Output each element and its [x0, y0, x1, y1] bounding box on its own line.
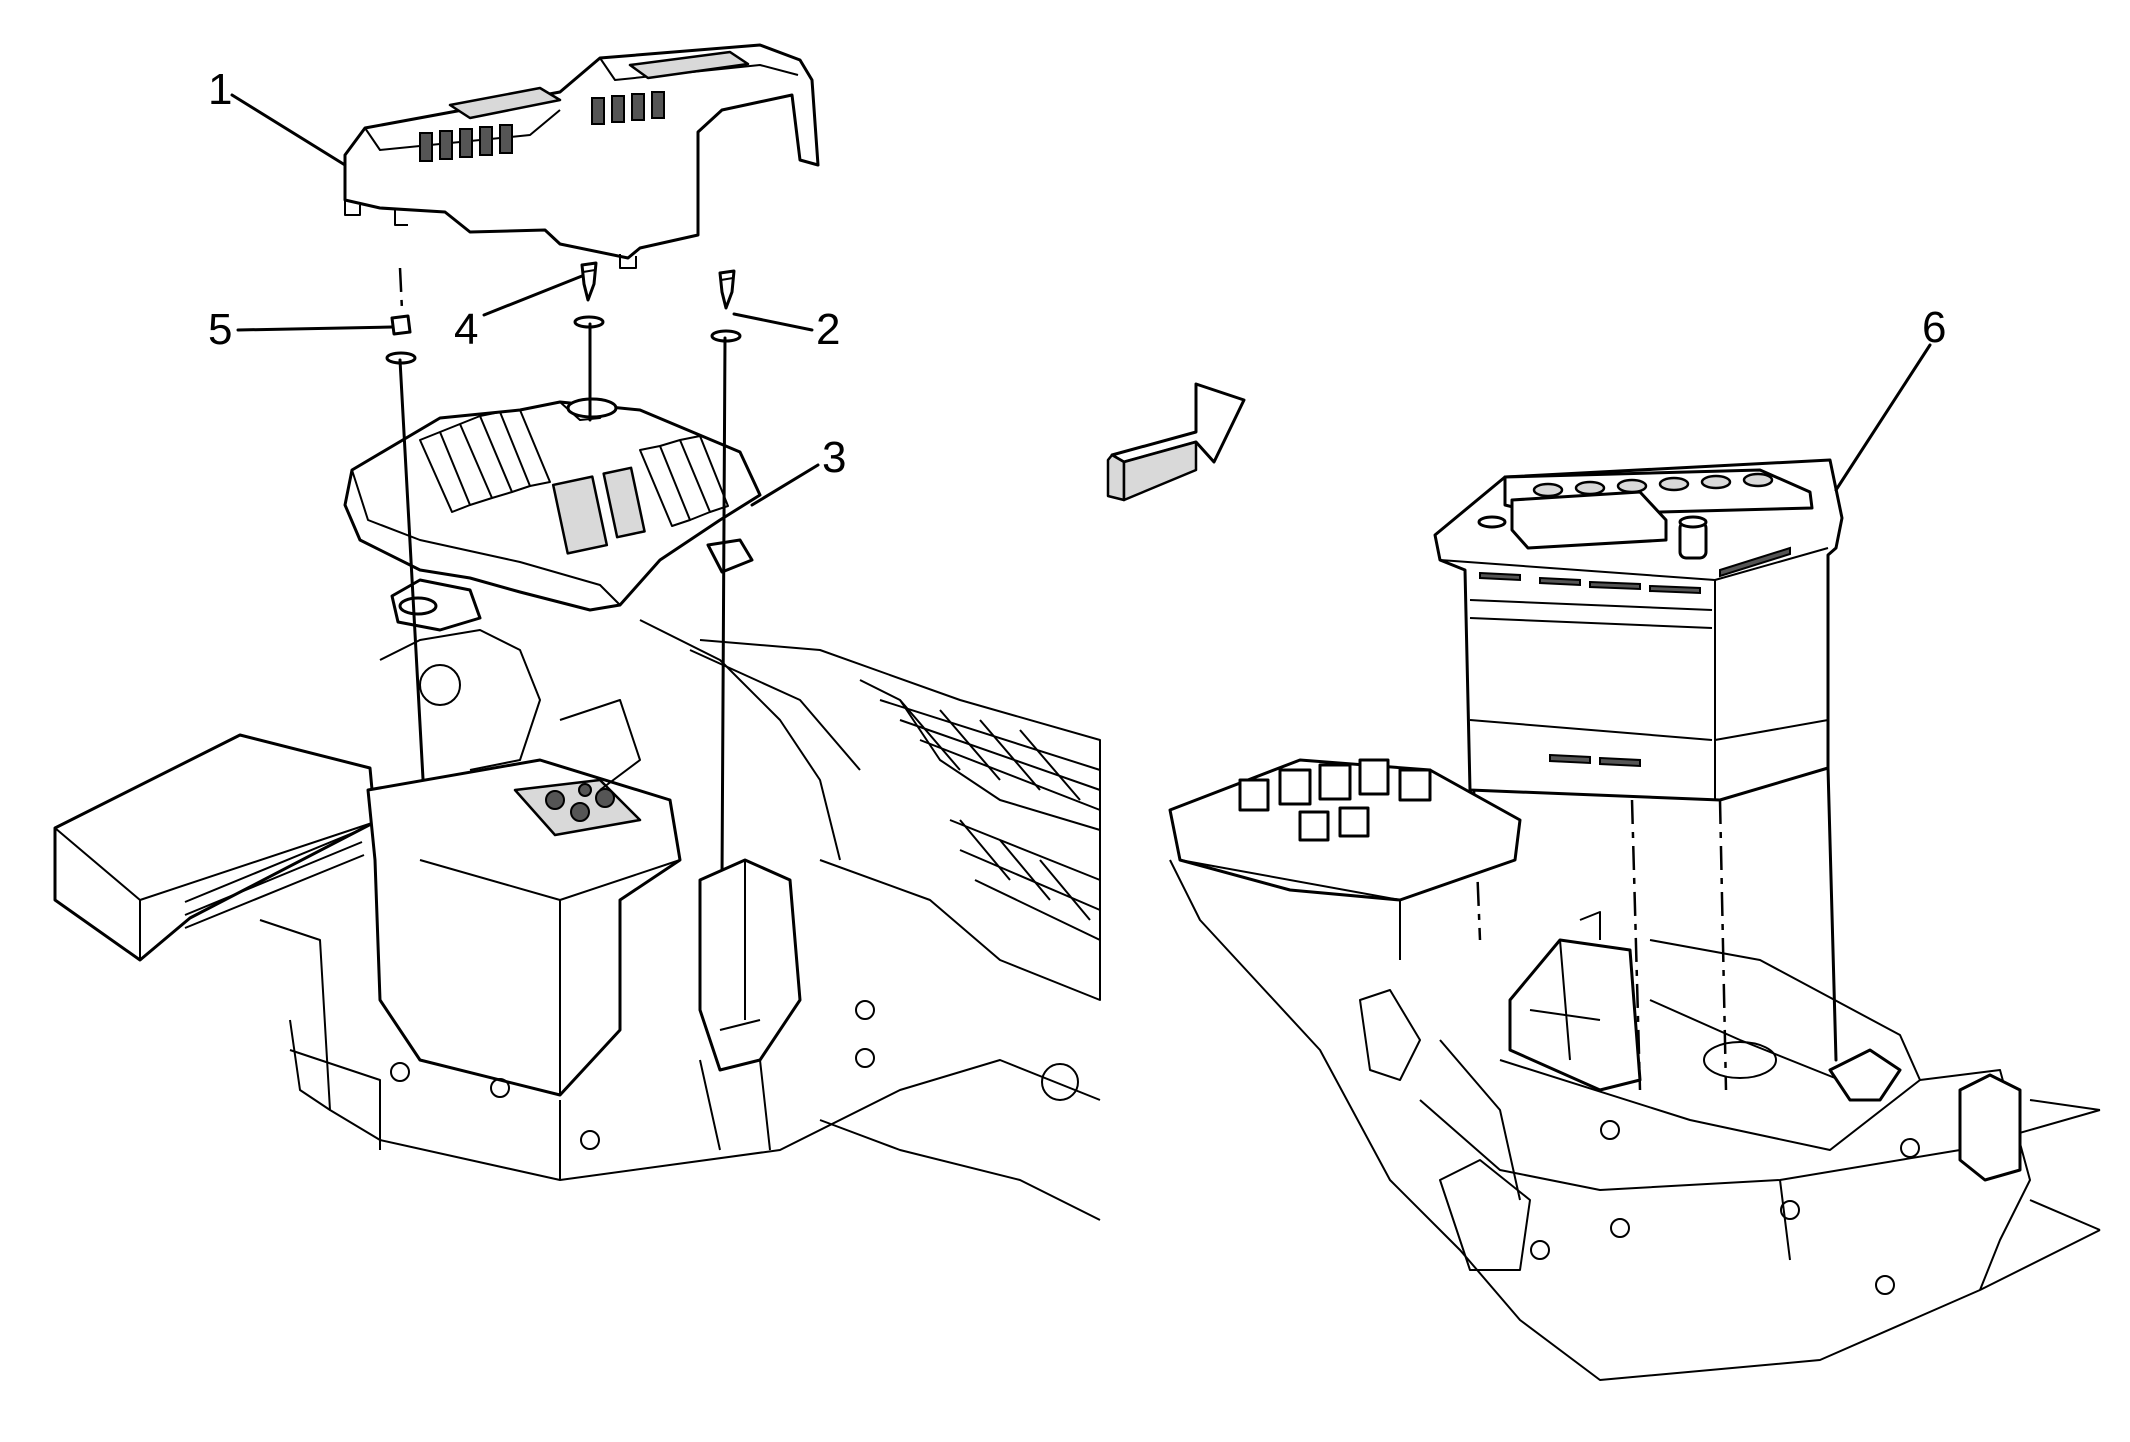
callout-3: 3 [822, 433, 846, 482]
module-cover [343, 43, 820, 269]
fuse-block-relays [1238, 758, 1432, 842]
left-view [53, 43, 1101, 1221]
module-fins [419, 409, 729, 555]
vehicle-structure-left [53, 619, 1101, 1221]
callout-numbers: 1 2 3 4 5 6 [208, 65, 1946, 482]
cover-vents [419, 50, 750, 162]
battery [1433, 458, 1844, 802]
nut-5 [385, 267, 417, 365]
callout-6: 6 [1922, 303, 1946, 352]
bolt-2 [710, 269, 742, 343]
right-view [1168, 458, 2101, 1381]
battery-vent-caps [1532, 472, 1774, 498]
callout-2: 2 [816, 305, 840, 354]
callout-1: 1 [208, 65, 232, 114]
vehicle-structure-right [1168, 758, 2101, 1381]
arrow-right-icon [1106, 382, 1246, 502]
callout-4: 4 [454, 305, 478, 354]
grille-mesh [879, 699, 1101, 941]
bolt-4 [573, 261, 605, 329]
callout-leaders [230, 93, 1932, 507]
callout-5: 5 [208, 305, 232, 354]
